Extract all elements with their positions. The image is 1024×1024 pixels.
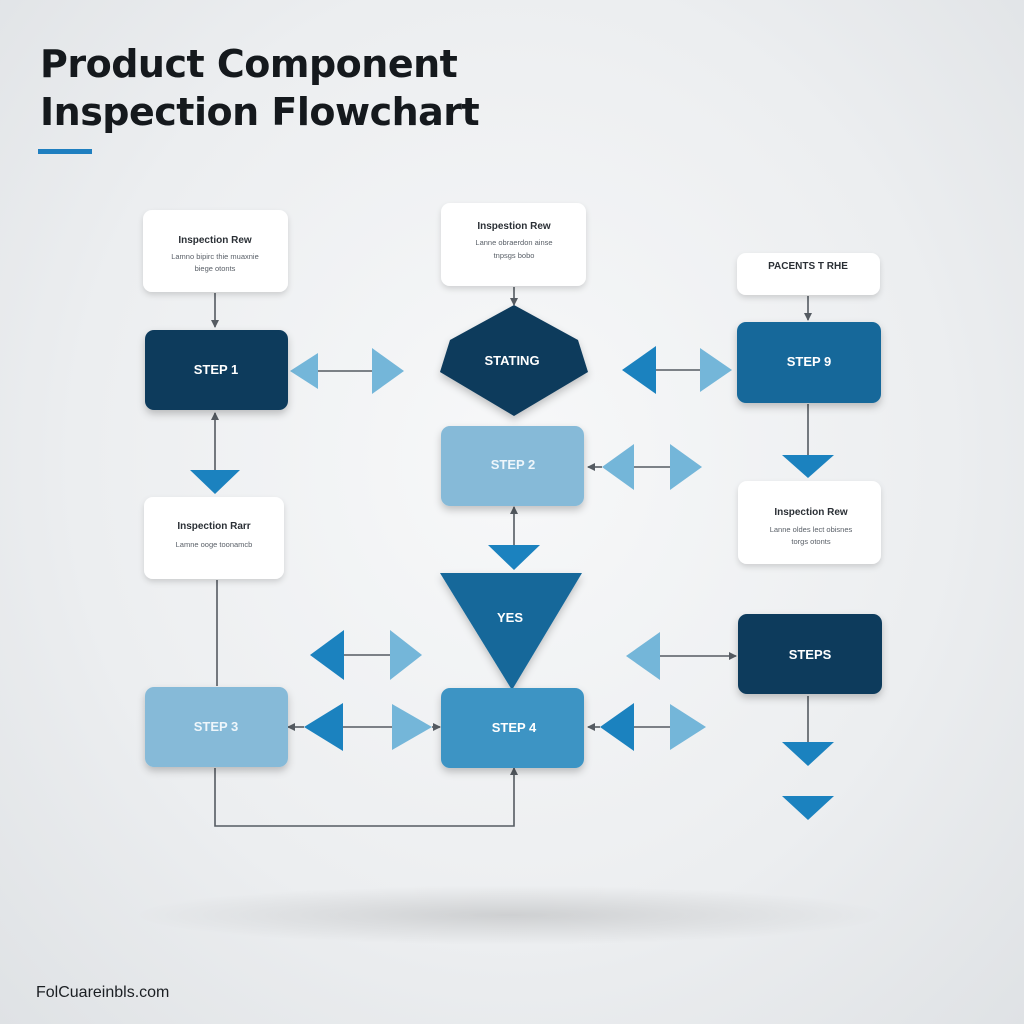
starting-label: STATING <box>484 353 539 368</box>
starting-decision-node[interactable]: STATING <box>440 305 588 416</box>
arrow-down-icon <box>190 470 240 494</box>
arrow-left-icon <box>304 703 343 751</box>
arrow-right-icon <box>670 444 702 490</box>
title-line-1: Product Component <box>40 42 458 86</box>
step-4-label: STEP 4 <box>492 720 537 735</box>
title-line-2: Inspection Flowchart <box>40 90 480 134</box>
card-1-title: Inspection Rew <box>178 235 252 246</box>
step-1-label: STEP 1 <box>194 362 239 377</box>
arrow-left-icon <box>622 346 656 394</box>
step-2-label: STEP 2 <box>491 457 536 472</box>
footer-site-name: FolCuareinbls.com <box>36 984 170 1001</box>
card-5[interactable]: Inspection Rew Lanne oldes lect obisnes … <box>738 481 881 564</box>
yes-label: YES <box>497 610 523 625</box>
card-4-title: Inspection Rarr <box>177 521 250 532</box>
arrow-left-icon <box>626 632 660 680</box>
arrow-right-icon <box>392 704 432 750</box>
card-5-line-2: torgs otonts <box>791 537 830 546</box>
arrow-right-icon <box>390 630 422 680</box>
card-3[interactable]: PACENTS T RHE <box>737 253 880 295</box>
arrow-down-icon <box>782 455 834 478</box>
card-1-line-2: biege otonts <box>195 264 236 273</box>
card-1[interactable]: Inspection Rew Lamno bipirc thie muaxnie… <box>143 210 288 292</box>
triangle-arrows <box>190 346 834 820</box>
connector-bottom-loop <box>214 767 518 827</box>
arrow-right-icon <box>372 348 404 394</box>
card-5-line-1: Lanne oldes lect obisnes <box>770 525 853 534</box>
card-2-line-1: Lanne obraerdon ainse <box>475 238 552 247</box>
arrow-down-icon <box>782 742 834 766</box>
step-3-node[interactable]: STEP 3 <box>145 687 288 767</box>
card-4-line-1: Lamne ooge toonamcb <box>176 540 253 549</box>
floor-shadow <box>130 885 890 945</box>
card-1-line-1: Lamno bipirc thie muaxnie <box>171 252 259 261</box>
arrow-right-icon <box>700 348 732 392</box>
arrow-down-icon <box>488 545 540 570</box>
card-2-title: Inspestion Rew <box>477 221 551 232</box>
card-5-title: Inspection Rew <box>774 507 848 518</box>
step-1-node[interactable]: STEP 1 <box>145 330 288 410</box>
arrow-left-icon <box>310 630 344 680</box>
arrow-left-icon <box>600 703 634 751</box>
card-2[interactable]: Inspestion Rew Lanne obraerdon ainse tnp… <box>441 203 586 286</box>
card-3-title: PACENTS T RHE <box>768 261 848 272</box>
step-2-node[interactable]: STEP 2 <box>441 426 584 506</box>
arrow-down-icon <box>782 796 834 820</box>
connectors <box>211 287 812 827</box>
title-accent-bar <box>38 149 92 154</box>
arrow-right-icon <box>670 704 706 750</box>
step-4-node[interactable]: STEP 4 <box>441 688 584 768</box>
step-9-label: STEP 9 <box>787 354 832 369</box>
card-4[interactable]: Inspection Rarr Lamne ooge toonamcb <box>144 497 284 579</box>
arrow-left-icon <box>602 444 634 490</box>
steps-node[interactable]: STEPS <box>738 614 882 694</box>
arrow-left-icon <box>290 353 318 389</box>
step-3-label: STEP 3 <box>194 719 239 734</box>
card-2-line-2: tnpsgs bobo <box>494 251 535 260</box>
step-9-node[interactable]: STEP 9 <box>737 322 881 403</box>
yes-decision-node[interactable]: YES <box>440 573 582 690</box>
steps-label: STEPS <box>789 647 832 662</box>
page-title: Product Component Inspection Flowchart <box>40 40 480 136</box>
